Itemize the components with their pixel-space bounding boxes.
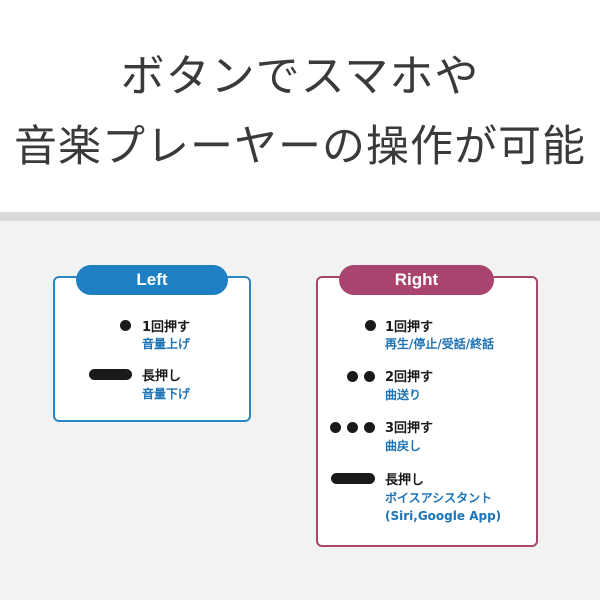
right-action-1: 1回押す bbox=[385, 320, 434, 335]
double-press-icon bbox=[347, 371, 358, 382]
headline-line-1: ボタンでスマホや bbox=[120, 51, 480, 102]
single-press-icon bbox=[120, 320, 131, 331]
right-panel bbox=[316, 276, 538, 547]
header: ボタンでスマホや 音楽プレーヤーの操作が可能 bbox=[0, 0, 600, 212]
right-label: Right bbox=[339, 265, 494, 295]
double-press-icon bbox=[364, 371, 375, 382]
right-action-2: 2回押す bbox=[385, 370, 434, 385]
left-action-2: 長押し bbox=[142, 369, 182, 384]
right-effect-4-note: (Siri,Google App) bbox=[385, 509, 502, 523]
right-effect-4: ボイスアシスタント bbox=[385, 491, 493, 505]
triple-press-icon bbox=[330, 422, 341, 433]
left-effect-1: 音量上げ bbox=[142, 337, 191, 351]
triple-press-icon bbox=[364, 422, 375, 433]
right-effect-1: 再生/停止/受話/終話 bbox=[385, 337, 495, 351]
left-label: Left bbox=[76, 265, 228, 295]
left-effect-2: 音量下げ bbox=[142, 387, 191, 401]
left-panel bbox=[53, 276, 251, 422]
right-effect-3: 曲戻し bbox=[385, 439, 422, 453]
right-action-4: 長押し bbox=[385, 473, 425, 488]
triple-press-icon bbox=[347, 422, 358, 433]
left-action-1: 1回押す bbox=[142, 320, 191, 335]
right-effect-2: 曲送り bbox=[385, 388, 422, 402]
long-press-icon bbox=[89, 369, 132, 380]
single-press-icon bbox=[365, 320, 376, 331]
divider bbox=[0, 212, 600, 221]
right-action-3: 3回押す bbox=[385, 421, 434, 436]
headline-line-2: 音楽プレーヤーの操作が可能 bbox=[14, 122, 586, 172]
long-press-icon bbox=[331, 473, 375, 484]
